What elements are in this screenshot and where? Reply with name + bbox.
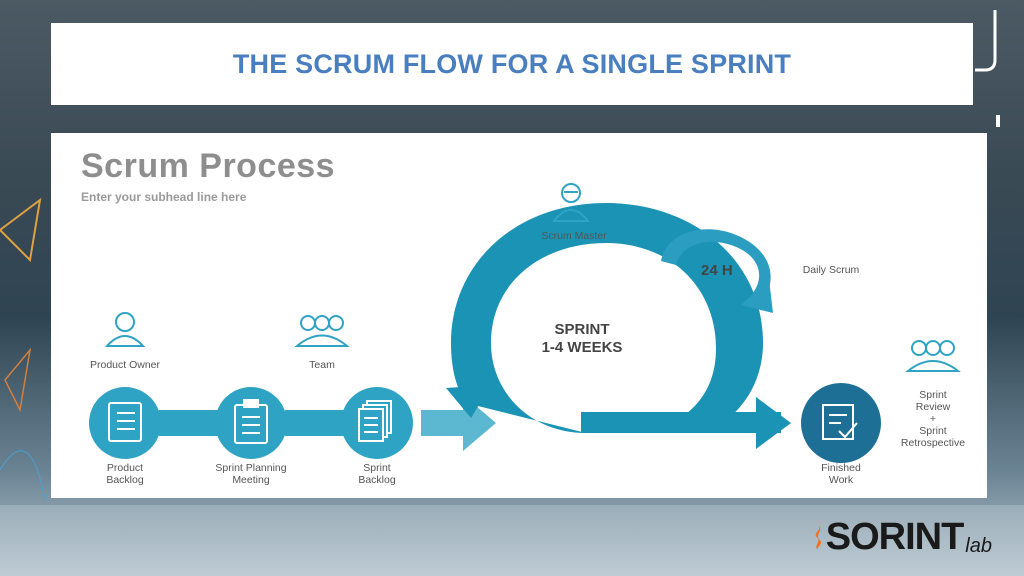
product-backlog-label: Product Backlog xyxy=(75,462,175,486)
sprint-review-label: Sprint Review + Sprint Retrospective xyxy=(885,389,981,449)
review-line-1: Sprint xyxy=(919,389,947,401)
product-owner-icon xyxy=(104,312,146,347)
connector-bar-1 xyxy=(159,410,219,436)
list-icon xyxy=(108,402,142,442)
finished-line-1: Finished xyxy=(821,462,861,474)
scrum-master-label: Scrum Master xyxy=(541,230,607,242)
sprint-exit-bar xyxy=(581,412,781,433)
scrum-process-panel: Scrum Process Enter your subhead line he… xyxy=(51,133,987,498)
sprint-planning-circle xyxy=(215,387,287,459)
product-backlog-circle xyxy=(89,387,161,459)
finished-line-2: Work xyxy=(828,474,854,486)
slide-title: THE SCRUM FLOW FOR A SINGLE SPRINT xyxy=(232,48,792,79)
checked-document-icon xyxy=(822,404,858,440)
daily-scrum-label: Daily Scrum xyxy=(802,264,860,276)
sprint-backlog-line-1: Sprint xyxy=(363,462,391,474)
logo-wordmark: SORINT xyxy=(825,515,965,558)
sprint-ring-arrowhead xyxy=(446,385,491,418)
sprint-planning-label: Sprint Planning Meeting xyxy=(196,462,306,486)
daily-scrum-arrowhead xyxy=(741,279,773,313)
arrow-to-finished xyxy=(756,397,791,449)
review-line-4: Sprint xyxy=(919,425,947,437)
panel-subheading: Enter your subhead line here xyxy=(81,190,247,204)
product-owner-label: Product Owner xyxy=(89,359,161,371)
scrum-master-icon xyxy=(551,183,591,222)
sprint-planning-line-1: Sprint Planning xyxy=(215,462,287,474)
scrum-diagram xyxy=(89,183,961,463)
sprint-review-team-icon xyxy=(905,340,961,372)
panel-heading: Scrum Process xyxy=(81,147,336,185)
title-bar: THE SCRUM FLOW FOR A SINGLE SPRINT xyxy=(51,23,973,105)
sprint-cycle-ring xyxy=(451,203,763,433)
review-line-5: Retrospective xyxy=(900,437,966,449)
arrow-into-sprint xyxy=(421,395,496,451)
sprint-backlog-label: Sprint Backlog xyxy=(327,462,427,486)
logo-suffix: lab xyxy=(965,534,992,557)
sprint-line-1: SPRINT xyxy=(554,321,610,338)
documents-icon xyxy=(358,400,392,442)
review-line-3: + xyxy=(929,413,937,425)
sprint-duration-label: SPRINT 1-4 WEEKS xyxy=(521,321,643,357)
daily-hours-label: 24 H xyxy=(701,262,733,279)
product-backlog-line-2: Backlog xyxy=(106,474,144,486)
finished-work-label: Finished Work xyxy=(791,462,891,486)
review-line-2: Review xyxy=(915,401,951,413)
sorint-flame-icon xyxy=(815,525,821,550)
sorint-lab-logo: SORINT lab xyxy=(812,512,992,562)
product-backlog-line-1: Product xyxy=(106,462,144,474)
sprint-planning-line-2: Meeting xyxy=(232,474,270,486)
sprint-backlog-line-2: Backlog xyxy=(358,474,396,486)
clipboard-icon xyxy=(234,399,268,444)
team-label: Team xyxy=(309,359,335,371)
team-icon xyxy=(294,315,350,347)
sprint-line-2: 1-4 WEEKS xyxy=(541,339,623,356)
connector-bar-2 xyxy=(285,410,345,436)
daily-scrum-arc xyxy=(661,229,771,301)
